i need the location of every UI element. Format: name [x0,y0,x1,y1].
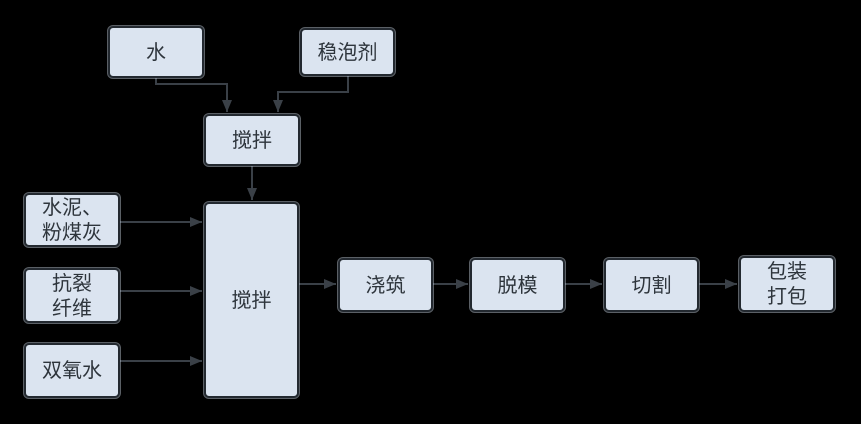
node-premix-label: 搅拌 [232,127,272,152]
node-foam-stabilizer: 稳泡剂 [300,28,395,76]
node-anti-crack-fiber: 抗裂 纤维 [24,268,120,323]
node-pouring-label: 浇筑 [365,272,406,297]
connector-foam-stabilizer-to-premix [273,76,349,112]
node-hydrogen-peroxide-label: 双氧水 [42,358,102,382]
node-main-mix: 搅拌 [204,202,299,398]
node-cutting: 切割 [604,258,699,312]
node-cement-fly-ash: 水泥、 粉煤灰 [24,193,120,247]
connector-water-to-premix [155,78,232,112]
node-cement-fly-ash-label: 水泥、 粉煤灰 [42,195,102,244]
node-water: 水 [108,26,204,78]
node-packaging-label: 包装 打包 [767,259,807,308]
node-demolding-label: 脱模 [497,272,538,297]
node-premix: 搅拌 [204,114,300,166]
node-anti-crack-fiber-label: 抗裂 纤维 [52,270,92,320]
node-packaging: 包装 打包 [739,256,835,312]
node-water-label: 水 [146,39,166,64]
node-demolding: 脱模 [470,258,565,312]
node-foam-stabilizer-label: 稳泡剂 [317,39,378,64]
node-main-mix-label: 搅拌 [231,287,272,312]
node-hydrogen-peroxide: 双氧水 [24,343,120,398]
node-pouring: 浇筑 [338,258,433,312]
node-cutting-label: 切割 [631,272,672,297]
